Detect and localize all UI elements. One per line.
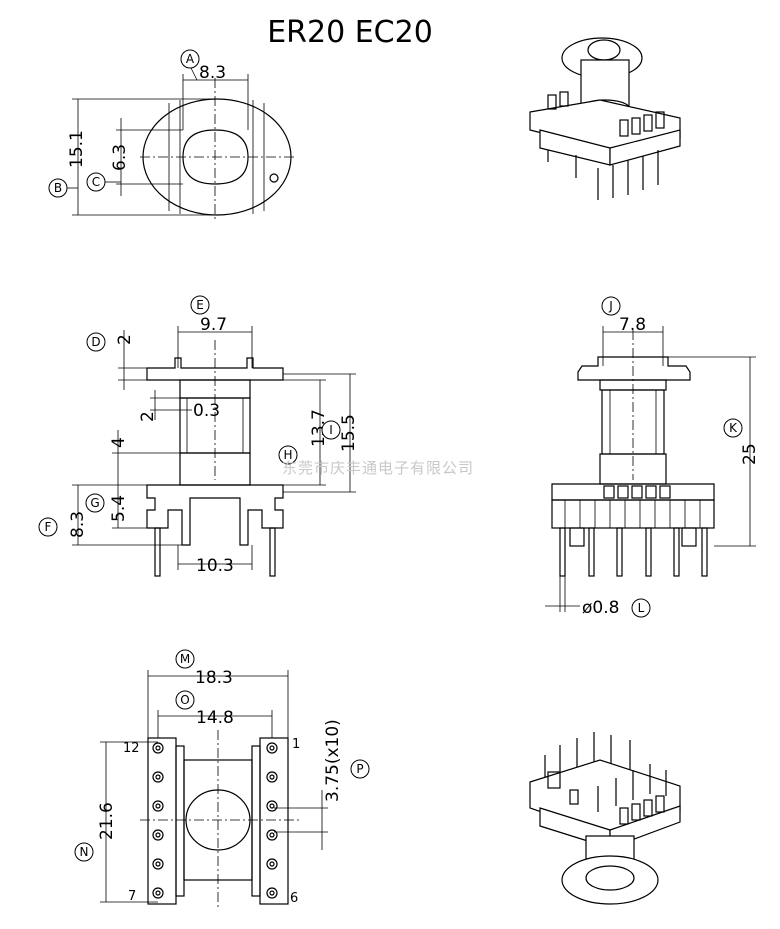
- pin-hole: [152, 858, 164, 870]
- dim-pin-span: 10.3: [196, 556, 234, 576]
- callout-j-label: J: [608, 299, 613, 313]
- pin-hole: [266, 771, 278, 783]
- callout-f: [38, 517, 58, 537]
- pin-hole-inner: [155, 803, 161, 809]
- callout-c-label: C: [92, 175, 100, 189]
- dim-wall-height: 2: [138, 411, 158, 422]
- pin-hole: [266, 829, 278, 841]
- callout-i: [321, 420, 341, 440]
- pin-label-1: 1: [292, 737, 300, 752]
- dim-top-width: 8.3: [199, 63, 226, 83]
- callout-g: [85, 493, 105, 513]
- pin-hole: [266, 887, 278, 899]
- dim-top-hole: 6.3: [110, 144, 130, 171]
- pin-hole-inner: [269, 832, 275, 838]
- front-view: 9.7 E 2 D 0.3 2 13.7 H 15.5 I 4: [38, 295, 359, 577]
- dim-wall: 0.3: [193, 401, 220, 421]
- callout-b: [48, 178, 68, 198]
- pin-hole-inner: [155, 774, 161, 780]
- callout-l-label: L: [638, 601, 645, 615]
- callout-k: [723, 418, 743, 438]
- pin-hole-inner: [155, 861, 161, 867]
- pin-hole-inner: [269, 774, 275, 780]
- callout-h: [278, 445, 298, 465]
- callout-b-label: B: [54, 181, 62, 195]
- top-view: 8.3 A 15.1 B 6.3 C: [48, 49, 296, 220]
- dim-top-height: 15.1: [67, 130, 87, 168]
- callout-m-label: M: [180, 652, 190, 666]
- pin-hole: [152, 742, 164, 754]
- callout-a-label: A: [186, 52, 195, 66]
- pin-hole-inner: [269, 745, 275, 751]
- dim-pin-diameter: ø0.8: [582, 598, 619, 618]
- callout-e-label: E: [196, 298, 204, 312]
- callout-k-label: K: [729, 421, 738, 435]
- dim-base-top: 4: [109, 437, 129, 448]
- pin-hole: [266, 742, 278, 754]
- pin-hole-inner: [269, 890, 275, 896]
- callout-l: [631, 598, 651, 618]
- dim-front-width: 9.7: [200, 315, 227, 335]
- drawing-title: ER20 EC20: [267, 15, 433, 50]
- dim-inner-width: 14.8: [196, 708, 234, 728]
- callout-n-label: N: [80, 845, 89, 859]
- pin-hole: [152, 887, 164, 899]
- callout-j: [601, 296, 621, 316]
- bottom-view: 18.3 M 14.8 O 3.75(x10) P 21.6 N 12 1 7 …: [74, 649, 370, 910]
- dim-h137: 13.7: [309, 409, 329, 447]
- callout-g-label: G: [90, 496, 99, 510]
- dim-g54: 5.4: [109, 495, 129, 522]
- dim-pin-pitch: 3.75(x10): [323, 719, 343, 802]
- pin-hole: [152, 771, 164, 783]
- callout-f-label: F: [45, 520, 52, 534]
- callout-h-label: H: [283, 448, 292, 462]
- pin-hole-inner: [155, 745, 161, 751]
- callout-o: [175, 690, 195, 710]
- pin-hole-inner: [269, 803, 275, 809]
- pin-label-7: 7: [128, 889, 136, 904]
- pin-hole: [152, 829, 164, 841]
- pin-hole: [152, 800, 164, 812]
- isometric-top-view: [529, 37, 681, 200]
- callout-p-label: P: [356, 762, 363, 776]
- pin-hole: [266, 800, 278, 812]
- pin-hole-inner: [155, 832, 161, 838]
- callout-n: [74, 842, 94, 862]
- dim-overall-height: 21.6: [97, 802, 117, 840]
- pin-label-6: 6: [290, 891, 298, 906]
- callout-a: [180, 49, 200, 69]
- dim-overall-width: 18.3: [195, 668, 233, 688]
- callout-e: [190, 295, 210, 315]
- dim-flange-height: 2: [115, 334, 135, 345]
- callout-d: [86, 332, 106, 352]
- callout-d-label: D: [91, 335, 100, 349]
- dim-side-height: 25: [740, 443, 760, 465]
- callout-o-label: O: [180, 693, 189, 707]
- dim-f83: 8.3: [68, 511, 88, 538]
- side-view: 7.8 J 25 K ø0.8 L: [545, 296, 760, 618]
- pin-label-12: 12: [123, 741, 140, 756]
- dim-side-width: 7.8: [619, 315, 646, 335]
- callout-i-label: I: [329, 423, 333, 437]
- pin-hole: [266, 858, 278, 870]
- isometric-bottom-view: [529, 732, 681, 905]
- watermark: 东莞市庆丰通电子有限公司: [282, 459, 474, 477]
- pin-hole-inner: [155, 890, 161, 896]
- pin-hole-inner: [269, 861, 275, 867]
- callout-p: [350, 759, 370, 779]
- dim-h155: 15.5: [339, 414, 359, 452]
- callout-m: [175, 649, 195, 669]
